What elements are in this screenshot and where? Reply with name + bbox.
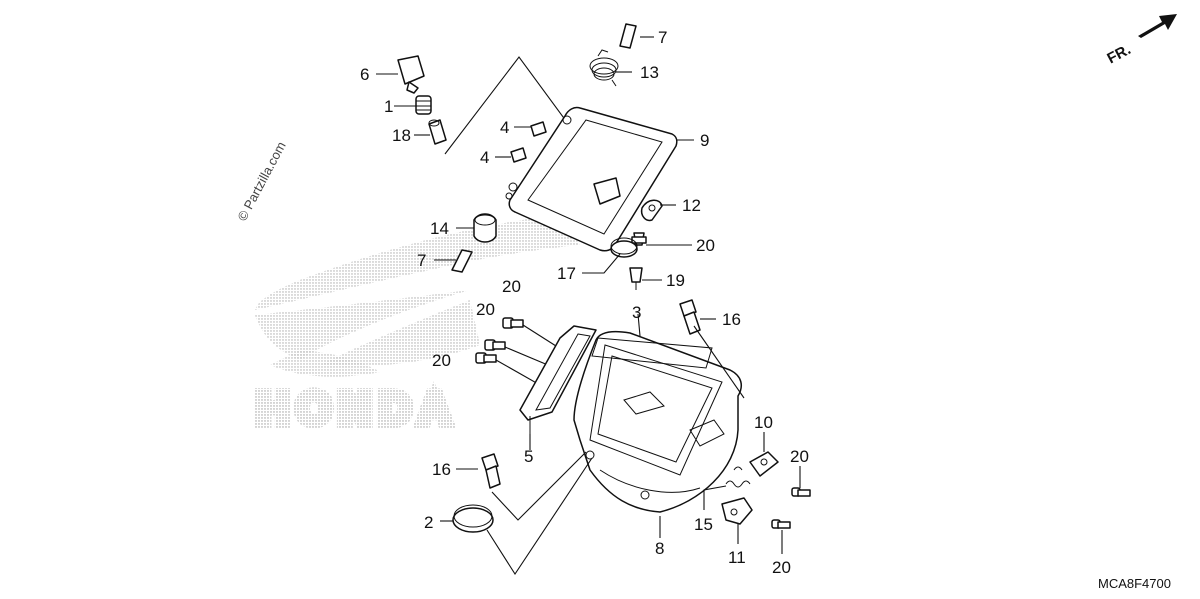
part-4-rubber-lower — [510, 147, 527, 163]
part-9-lid-frame — [505, 106, 678, 252]
callout-20: 20 — [432, 351, 451, 370]
callout-19: 19 — [666, 271, 685, 290]
part-17-disc — [610, 237, 638, 258]
honda-brand-watermark: HONDA — [252, 379, 458, 438]
part-10-plate — [749, 451, 779, 477]
callout-17: 17 — [557, 264, 576, 283]
part-16-clip-lower — [481, 453, 501, 489]
callout-3: 3 — [632, 303, 641, 322]
callout-leaders — [376, 36, 801, 554]
callout-8: 8 — [655, 539, 664, 558]
part-4-rubber-upper — [530, 121, 547, 137]
callout-20: 20 — [696, 236, 715, 255]
callout-1: 1 — [384, 97, 393, 116]
part-12-clip — [640, 199, 663, 222]
part-2-cap — [452, 504, 494, 533]
leader-cap-2 — [486, 457, 593, 576]
callout-14: 14 — [430, 219, 449, 238]
callout-4: 4 — [480, 148, 489, 167]
part-20-screw-f — [771, 519, 791, 529]
callout-5: 5 — [524, 447, 533, 466]
callout-12: 12 — [682, 196, 701, 215]
part-20-screw-b — [502, 317, 524, 329]
callout-11: 11 — [728, 548, 746, 567]
callout-9: 9 — [700, 131, 709, 150]
callout-13: 13 — [640, 63, 659, 82]
leader-screw-b — [522, 324, 557, 347]
leader-clip-lower — [491, 451, 587, 521]
part-15-spring — [725, 466, 751, 488]
partzilla-watermark: © Partzilla.com — [234, 139, 288, 223]
callout-20: 20 — [790, 447, 809, 466]
part-3-seal — [591, 337, 713, 369]
honda-wing-watermark — [255, 215, 580, 377]
part-20-screw-e — [791, 487, 811, 497]
front-arrow-icon — [1138, 14, 1177, 38]
callout-15: 15 — [694, 515, 713, 534]
part-20-screw-c — [484, 339, 506, 351]
front-direction-indicator: FR. — [1104, 14, 1177, 67]
leader-screw-d — [495, 359, 541, 386]
callout-10: 10 — [754, 413, 773, 432]
part-8-storage-box — [573, 330, 743, 513]
part-13-spring — [589, 49, 619, 87]
front-label: FR. — [1104, 41, 1133, 67]
part-16-clip-upper — [679, 299, 701, 335]
part-20-screw-d — [475, 352, 497, 364]
callout-6: 6 — [360, 65, 369, 84]
part-7-pin-lower — [451, 249, 473, 273]
callout-16: 16 — [722, 310, 741, 329]
callout-20: 20 — [772, 558, 791, 577]
part-18-collar — [428, 119, 447, 145]
part-5-bracket — [519, 325, 597, 434]
diagram-code: MCA8F4700 — [1098, 576, 1171, 591]
part-14-grommet — [473, 213, 497, 243]
callout-20: 20 — [476, 300, 495, 319]
callout-7: 7 — [658, 28, 667, 47]
part-1-spring — [415, 95, 432, 115]
part-11-latch — [721, 497, 753, 525]
callout-labels: 6 1 18 4 4 7 13 9 12 20 14 7 17 19 20 20… — [360, 28, 809, 577]
callout-16: 16 — [432, 460, 451, 479]
part-6-cap — [397, 55, 425, 94]
leader-clip-upper — [693, 325, 745, 399]
callout-20: 20 — [502, 277, 521, 296]
part-19-screw — [629, 267, 643, 290]
leader-frame-top — [444, 56, 581, 155]
svg-text:HONDA: HONDA — [257, 384, 458, 433]
callout-2: 2 — [424, 513, 433, 532]
callout-18: 18 — [392, 126, 411, 145]
part-20-screw-a — [631, 232, 647, 246]
callout-7: 7 — [417, 251, 426, 270]
callout-4: 4 — [500, 118, 509, 137]
part-7-pin-top — [619, 23, 637, 49]
